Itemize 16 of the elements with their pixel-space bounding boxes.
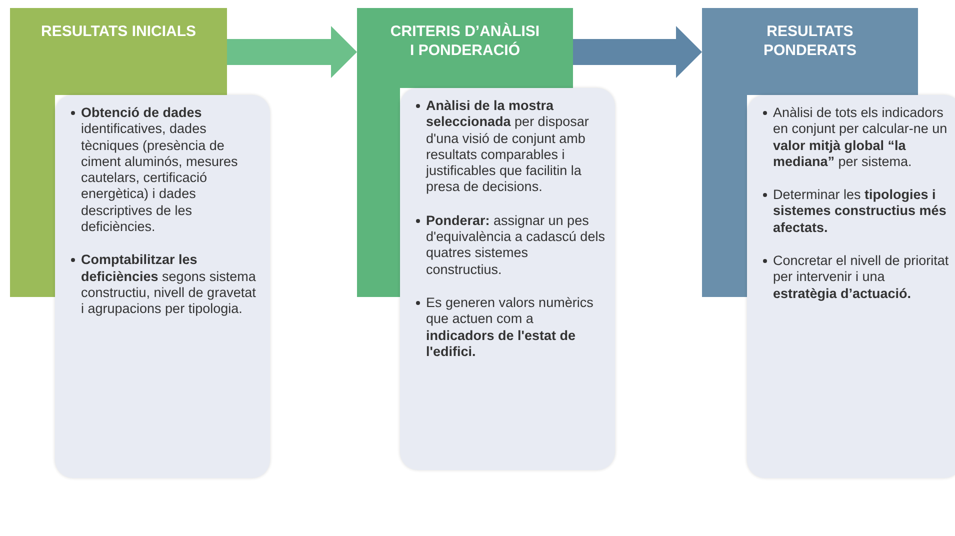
header-title: RESULTATS INICIALS	[40, 22, 197, 41]
bullet-text: Comptabilitzar les deficiències segons sistema constructiu, nivell de gravetat i agrupacions per tipologia.	[81, 252, 256, 316]
text-card	[747, 95, 955, 478]
bullet-text: Determinar les tipologies i sistemes constructius més afectats.	[773, 187, 946, 235]
header-title: CRITERIS D’ANÀLISI I PONDERACIÓ	[389, 22, 541, 60]
bullet-text: Anàlisi de tots els indicadors en conjunt per calcular-ne un valor mitjà global “la mediana” per sistema.	[773, 105, 948, 169]
block-arrow	[227, 26, 357, 78]
text-card	[400, 88, 615, 470]
block-arrow	[573, 26, 702, 78]
bullet-text: Obtenció de dades identificatives, dades tècniques (presència de ciment aluminós, mesures cautelars, certificació energètica) i dades descriptives de les deficiències.	[81, 105, 238, 234]
header-title: RESULTATS PONDERATS	[762, 22, 858, 60]
bullet-text: Ponderar: assignar un pes d'equivalència a cadascú dels quatres sistemes constructius.	[426, 212, 605, 277]
bullet-text: Concretar el nivell de prioritat per intervenir i una estratègia d’actuació.	[773, 253, 949, 301]
text-card	[55, 95, 270, 478]
bullet-text: Anàlisi de la mostra seleccionada per disposar d'una visió de conjunt amb resultats comparables i justificables que facilitin la presa de decisions.	[426, 98, 589, 194]
bullet-text: Es generen valors numèrics que actuen com a indicadors de l'estat de l'edifici.	[426, 294, 594, 359]
